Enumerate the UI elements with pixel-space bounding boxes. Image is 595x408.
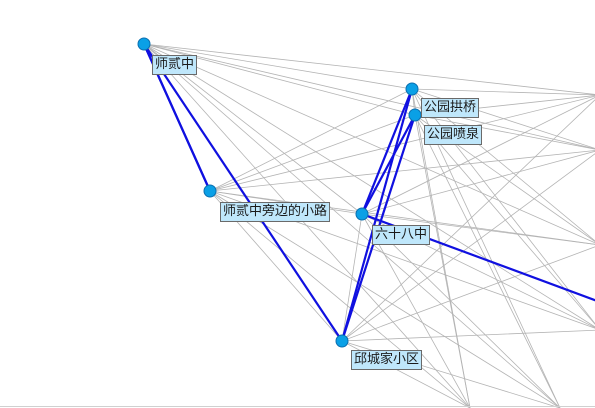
- background-edge: [143, 43, 595, 95]
- background-edge: [341, 329, 595, 342]
- background-edge: [143, 43, 561, 408]
- background-edge: [209, 190, 595, 245]
- node-marker-n6[interactable]: [335, 334, 349, 348]
- background-edge: [361, 213, 471, 408]
- route-edge: [142, 42, 344, 343]
- node-marker-n5[interactable]: [355, 207, 369, 221]
- node-label-shierzhong[interactable]: 师贰中: [152, 55, 198, 75]
- background-edge: [361, 213, 561, 408]
- background-edge: [361, 97, 595, 215]
- node-label-no68-middle-school[interactable]: 六十八中: [372, 225, 431, 245]
- node-marker-n2[interactable]: [405, 82, 419, 96]
- background-edge: [414, 114, 595, 150]
- bottom-divider: [0, 406, 595, 407]
- background-edge: [411, 88, 595, 96]
- node-label-park-bridge[interactable]: 公园拱桥: [421, 98, 480, 118]
- node-marker-n3[interactable]: [408, 108, 422, 122]
- node-label-qiucheng-community[interactable]: 邱城家小区: [351, 350, 423, 370]
- background-edge: [341, 246, 595, 342]
- background-edge: [341, 213, 363, 342]
- background-edge: [341, 153, 595, 342]
- background-edge: [209, 190, 471, 408]
- background-edge: [143, 43, 595, 244]
- route-edge: [340, 87, 414, 343]
- background-edge: [341, 99, 595, 342]
- node-marker-n4[interactable]: [203, 184, 217, 198]
- background-edge: [143, 43, 471, 408]
- node-markers: [137, 37, 422, 348]
- background-edge: [414, 114, 595, 325]
- background-edge: [143, 43, 595, 150]
- node-label-shierzhong-side-road[interactable]: 师贰中旁边的小路: [220, 202, 331, 222]
- background-edge: [209, 88, 413, 192]
- route-edge: [360, 113, 417, 216]
- route-edge: [360, 87, 414, 216]
- background-edge: [361, 150, 595, 215]
- background-edge: [143, 43, 413, 90]
- background-edge: [361, 213, 595, 245]
- background-edge: [209, 114, 416, 192]
- node-label-park-fountain[interactable]: 公园喷泉: [424, 125, 483, 145]
- background-edge: [414, 114, 471, 408]
- node-marker-n1[interactable]: [137, 37, 151, 51]
- background-edge: [209, 95, 595, 192]
